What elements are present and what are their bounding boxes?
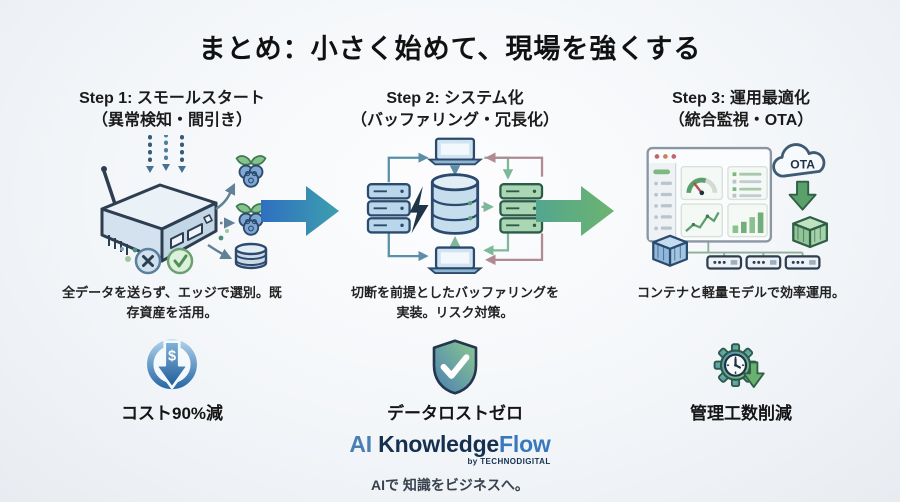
step-1-description: 全データを送らず、エッジで選別。既存資産を活用。 bbox=[62, 285, 282, 321]
footer: AI KnowledgeFlow by TECHNODIGITAL AIで 知識… bbox=[0, 432, 900, 495]
container-cube-blue-icon bbox=[652, 234, 688, 267]
database-icon bbox=[234, 242, 268, 270]
ota-download-arrow-icon bbox=[788, 180, 817, 211]
edge-gateway-illustration bbox=[70, 135, 274, 275]
logo-flow: Flow bbox=[499, 431, 551, 457]
edge-gateway-device-icon bbox=[100, 166, 218, 263]
raspberry-pi-icon bbox=[235, 155, 267, 188]
cost-down-arrow-icon: $ bbox=[143, 337, 201, 397]
step-1-heading-line2: （異常検知・間引き） bbox=[91, 111, 252, 129]
monitoring-ota-illustration: OTA bbox=[631, 135, 851, 275]
step-1-heading-line1: Step 1: スモールスタート bbox=[79, 90, 265, 107]
step-1-heading: Step 1: スモールスタート （異常検知・間引き） bbox=[79, 88, 265, 131]
step-2-heading-line1: Step 2: システム化 bbox=[386, 90, 524, 107]
step-2-heading: Step 2: システム化 （バッファリング・冗長化） bbox=[351, 88, 559, 131]
dataflow-arrows-icon bbox=[387, 152, 544, 266]
scatter-dots-icon bbox=[120, 229, 229, 263]
laptop-icon bbox=[426, 246, 484, 275]
brand-byline: by TECHNODIGITAL bbox=[467, 457, 551, 467]
buffer-database-icon bbox=[430, 173, 480, 235]
dashboard-window-icon bbox=[646, 147, 773, 243]
shield-check-icon bbox=[427, 337, 483, 397]
laptop-icon bbox=[426, 137, 484, 166]
device-connector-lines bbox=[685, 241, 804, 257]
dollar-glyph: $ bbox=[168, 349, 176, 365]
incoming-data-dots-icon bbox=[146, 135, 186, 174]
step-2-heading-line2: （バッファリング・冗長化） bbox=[350, 111, 559, 129]
container-cube-green-icon bbox=[792, 216, 828, 249]
flow-arrow-right-icon bbox=[536, 186, 614, 236]
logo-ai: AI bbox=[349, 431, 379, 457]
edge-device-icon bbox=[745, 255, 782, 270]
brand-logo-text: AI KnowledgeFlow bbox=[349, 432, 550, 456]
step-3-column: Step 3: 運用最適化 （統合監視・OTA） bbox=[611, 88, 871, 424]
buffering-illustration bbox=[355, 135, 555, 275]
step-2-benefit-label: データロストゼロ bbox=[387, 404, 523, 424]
outgoing-arrows-icon bbox=[207, 183, 236, 260]
ota-label: OTA bbox=[790, 158, 815, 172]
edge-device-icon bbox=[784, 255, 821, 270]
step-3-description: コンテナと軽量モデルで効率運用。 bbox=[636, 285, 845, 301]
flow-arrow-right-icon bbox=[261, 186, 339, 236]
brand-logo: AI KnowledgeFlow by TECHNODIGITAL bbox=[349, 432, 550, 466]
discard-x-icon bbox=[134, 247, 162, 275]
step-3-heading: Step 3: 運用最適化 （統合監視・OTA） bbox=[669, 88, 814, 131]
server-stack-blue-icon bbox=[366, 183, 411, 234]
keep-check-icon bbox=[166, 247, 194, 275]
step-1-benefit-label: コスト90%減 bbox=[120, 404, 224, 424]
step-3-benefit-label: 管理工数削減 bbox=[690, 404, 792, 424]
lightning-bolt-icon bbox=[409, 186, 429, 234]
logo-knowledge: Knowledge bbox=[378, 431, 500, 457]
edge-device-icon bbox=[706, 255, 743, 270]
step-3-heading-line2: （統合監視・OTA） bbox=[668, 111, 814, 129]
ota-cloud-icon: OTA bbox=[772, 143, 826, 178]
page-title: まとめ：小さく始めて、現場を強くする bbox=[198, 34, 702, 64]
buffering-redundancy-icon bbox=[366, 137, 544, 275]
step-2-column: Step 2: システム化 （バッファリング・冗長化） bbox=[325, 88, 585, 424]
monitoring-dashboard-icon: OTA bbox=[646, 143, 828, 270]
edge-gateway-filtering-icon bbox=[100, 135, 268, 275]
step-1-column: Step 1: スモールスタート （異常検知・間引き） bbox=[42, 88, 302, 424]
brand-tagline: AIで 知識をビジネスへ。 bbox=[371, 477, 529, 494]
gear-clock-down-icon bbox=[710, 337, 772, 397]
step-2-description: 切断を前提としたバッファリングを実装。リスク対策。 bbox=[350, 285, 559, 321]
step-3-heading-line1: Step 3: 運用最適化 bbox=[672, 90, 810, 107]
